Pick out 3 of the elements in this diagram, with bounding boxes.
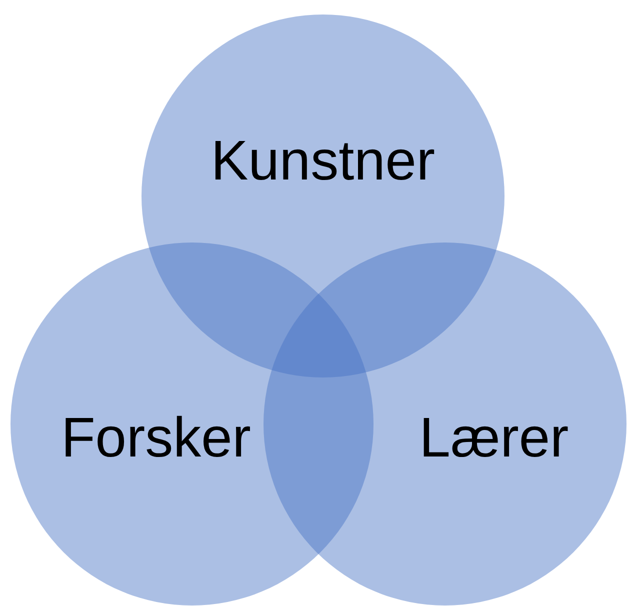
set-label: Forsker xyxy=(61,404,251,470)
set-label: Lærer xyxy=(419,404,569,470)
set-label: Kunstner xyxy=(210,128,436,192)
